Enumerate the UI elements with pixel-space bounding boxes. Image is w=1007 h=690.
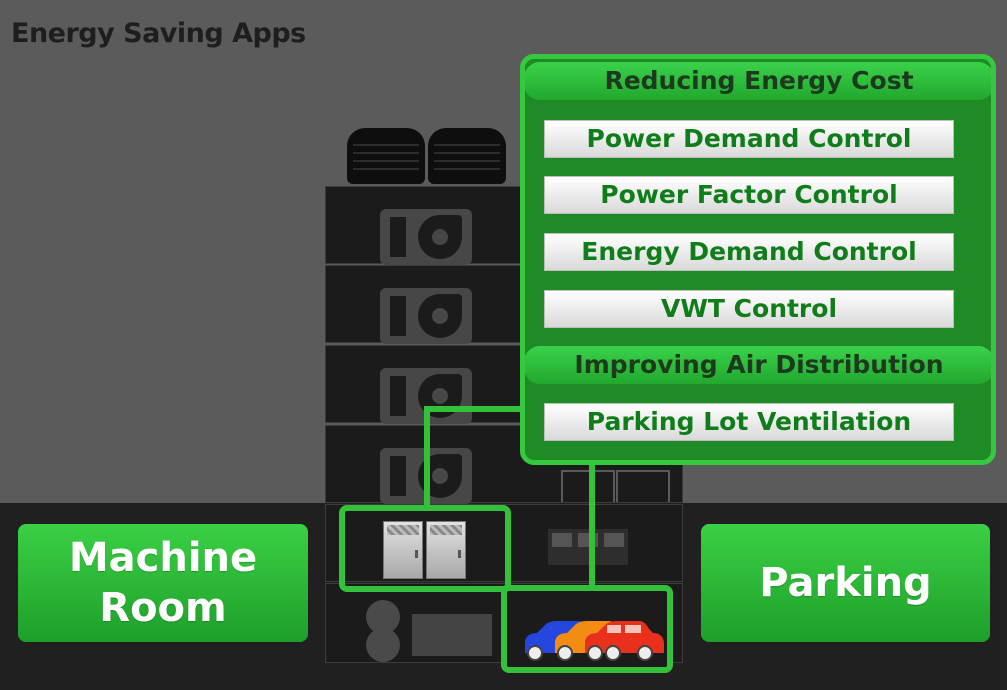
desk-chair-icon [616,470,670,502]
air-handler-icon [380,209,472,265]
machine-room-label: Machine [68,535,258,581]
improving-air-distribution-header: Improving Air Distribution [525,346,991,384]
energy-demand-control-button[interactable]: Energy Demand Control [544,233,954,271]
cooling-tower-icon [428,128,506,184]
workstation-icon [604,533,624,547]
parking-button[interactable]: Parking [701,524,990,642]
connector-line [424,406,524,412]
workstation-icon [552,533,572,547]
parking-highlight [501,585,673,673]
energy-apps-panel: Reducing Energy Cost Power Demand Contro… [520,54,996,465]
electrical-cabinet-icon [383,521,423,579]
parking-lot-ventilation-button[interactable]: Parking Lot Ventilation [544,403,954,441]
page-title: Energy Saving Apps [11,18,306,49]
pump-icon [366,628,400,662]
power-demand-control-button[interactable]: Power Demand Control [544,120,954,158]
air-handler-icon [380,288,472,344]
reducing-energy-cost-header: Reducing Energy Cost [525,62,991,100]
power-factor-control-button[interactable]: Power Factor Control [544,176,954,214]
connector-line [589,462,595,586]
parking-label: Parking [759,560,932,606]
machine-room-label: Room [99,585,227,631]
connector-line [424,406,430,508]
machine-room-button[interactable]: Machine Room [18,524,308,642]
workstation-icon [578,533,598,547]
vwt-control-button[interactable]: VWT Control [544,290,954,328]
cooling-tower-icon [347,128,425,184]
car-icon [525,621,664,661]
electrical-cabinet-icon [426,521,466,579]
machine-room-highlight [339,505,511,592]
desk-chair-icon [561,470,615,502]
generator-icon [412,614,492,656]
